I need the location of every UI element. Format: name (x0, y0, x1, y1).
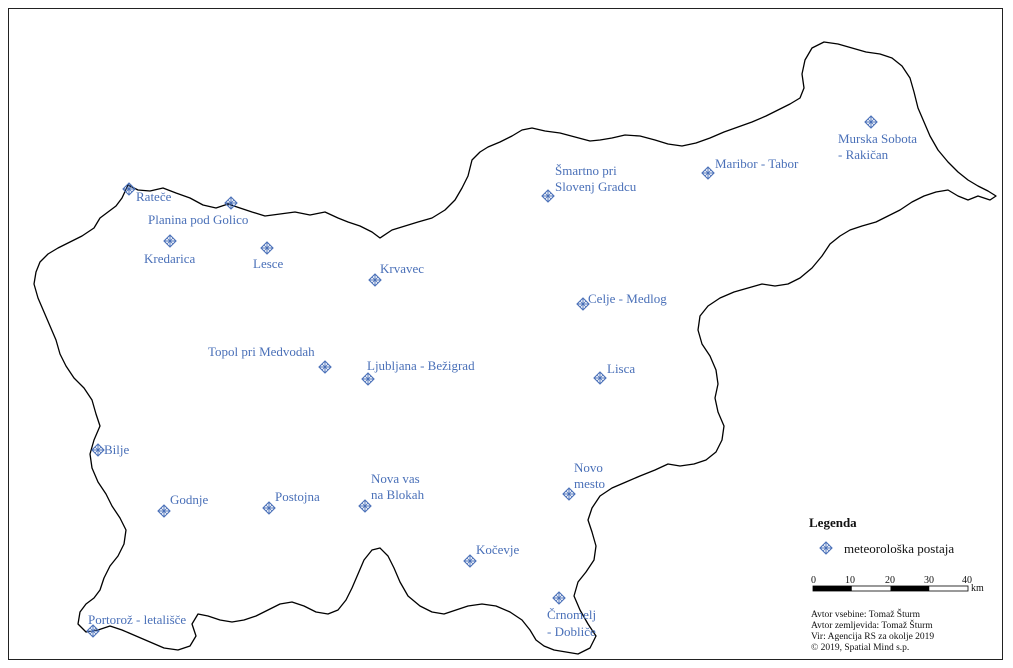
station-diamond-icon (593, 371, 607, 385)
station-diamond-icon (541, 189, 555, 203)
station-ljubljana: Ljubljana - Bežigrad (361, 358, 475, 386)
station-label: Bilje (104, 442, 130, 457)
station-lesce: Lesce (253, 241, 284, 271)
station-planina-pod-golico: Planina pod Golico (148, 196, 248, 227)
legend: Legenda meteorološka postaja (809, 515, 954, 556)
scale-tick-label: 10 (845, 575, 855, 586)
scale-tick-label: 20 (885, 575, 895, 586)
station-diamond-icon (91, 443, 105, 457)
legend-title: Legenda (809, 515, 857, 530)
station-diamond-icon (701, 166, 715, 180)
legend-item-label: meteorološka postaja (844, 541, 954, 556)
station-diamond-icon (318, 360, 332, 374)
station-diamond-icon (463, 554, 477, 568)
station-diamond-icon (260, 241, 274, 255)
station-ratece: Rateče (122, 182, 172, 204)
station-label: Portorož - letališče (88, 612, 186, 627)
scale-tick-label: 30 (924, 575, 934, 586)
station-label: - Dobliče (547, 624, 596, 639)
station-label: na Blokah (371, 487, 425, 502)
station-label: Planina pod Golico (148, 212, 248, 227)
station-label: Novo (574, 460, 603, 475)
station-label: mesto (574, 476, 605, 491)
station-diamond-icon (552, 591, 566, 605)
station-label: Črnomelj (547, 607, 596, 622)
station-label: - Rakičan (838, 147, 889, 162)
map-frame (8, 8, 1003, 660)
station-smartno: Šmartno pri Slovenj Gradcu (541, 163, 637, 203)
station-nova-vas: Nova vas na Blokah (358, 471, 425, 513)
station-diamond-icon (864, 115, 878, 129)
station-bilje: Bilje (91, 442, 130, 457)
scale-tick-label: 40 (962, 575, 972, 586)
station-diamond-icon (262, 501, 276, 515)
station-label: Kočevje (476, 542, 520, 557)
station-label: Postojna (275, 489, 320, 504)
station-kocevje: Kočevje (463, 542, 520, 568)
station-maribor: Maribor - Tabor (701, 156, 799, 180)
station-godnje: Godnje (157, 492, 209, 518)
station-label: Kredarica (144, 251, 195, 266)
credit-line: Vir: Agencija RS za okolje 2019 (811, 632, 934, 642)
scale-unit: km (971, 583, 984, 594)
credit-line: Avtor zemljevida: Tomaž Šturm (811, 619, 933, 631)
station-label: Lisca (607, 361, 635, 376)
station-crnomelj: Črnomelj - Dobliče (547, 591, 596, 639)
station-label: Šmartno pri (555, 163, 617, 178)
station-krvavec: Krvavec (368, 261, 424, 287)
credits: Avtor vsebine: Tomaž Šturm Avtor zemljev… (811, 608, 934, 653)
slovenia-border (33, 41, 997, 655)
station-topol: Topol pri Medvodah (208, 344, 332, 374)
station-label: Ljubljana - Bežigrad (367, 358, 475, 373)
station-label: Celje - Medlog (588, 291, 667, 306)
scale-tick-label: 0 (811, 575, 816, 586)
station-label: Godnje (170, 492, 209, 507)
station-label: Lesce (253, 256, 284, 271)
station-diamond-icon (361, 372, 375, 386)
station-murska-sobota: Murska Sobota - Rakičan (838, 115, 917, 162)
station-postojna: Postojna (262, 489, 320, 515)
station-diamond-icon (819, 541, 833, 555)
station-celje: Celje - Medlog (576, 291, 667, 311)
station-kredarica: Kredarica (144, 234, 195, 266)
station-label: Nova vas (371, 471, 420, 486)
station-lisca: Lisca (593, 361, 635, 385)
station-diamond-icon (163, 234, 177, 248)
station-diamond-icon (224, 196, 238, 210)
station-diamond-icon (358, 499, 372, 513)
station-label: Rateče (136, 189, 172, 204)
scale-bar: 0 10 20 30 40 km (811, 575, 984, 594)
station-label: Maribor - Tabor (715, 156, 799, 171)
credit-line: © 2019, Spatial Mind s.p. (811, 642, 909, 653)
station-diamond-icon (157, 504, 171, 518)
station-label: Murska Sobota (838, 131, 917, 146)
station-portoroz: Portorož - letališče (86, 612, 186, 638)
credit-line: Avtor vsebine: Tomaž Šturm (811, 608, 921, 620)
station-label: Slovenj Gradcu (555, 179, 637, 194)
station-label: Krvavec (380, 261, 424, 276)
station-label: Topol pri Medvodah (208, 344, 315, 359)
station-novo-mesto: Novo mesto (562, 460, 605, 501)
